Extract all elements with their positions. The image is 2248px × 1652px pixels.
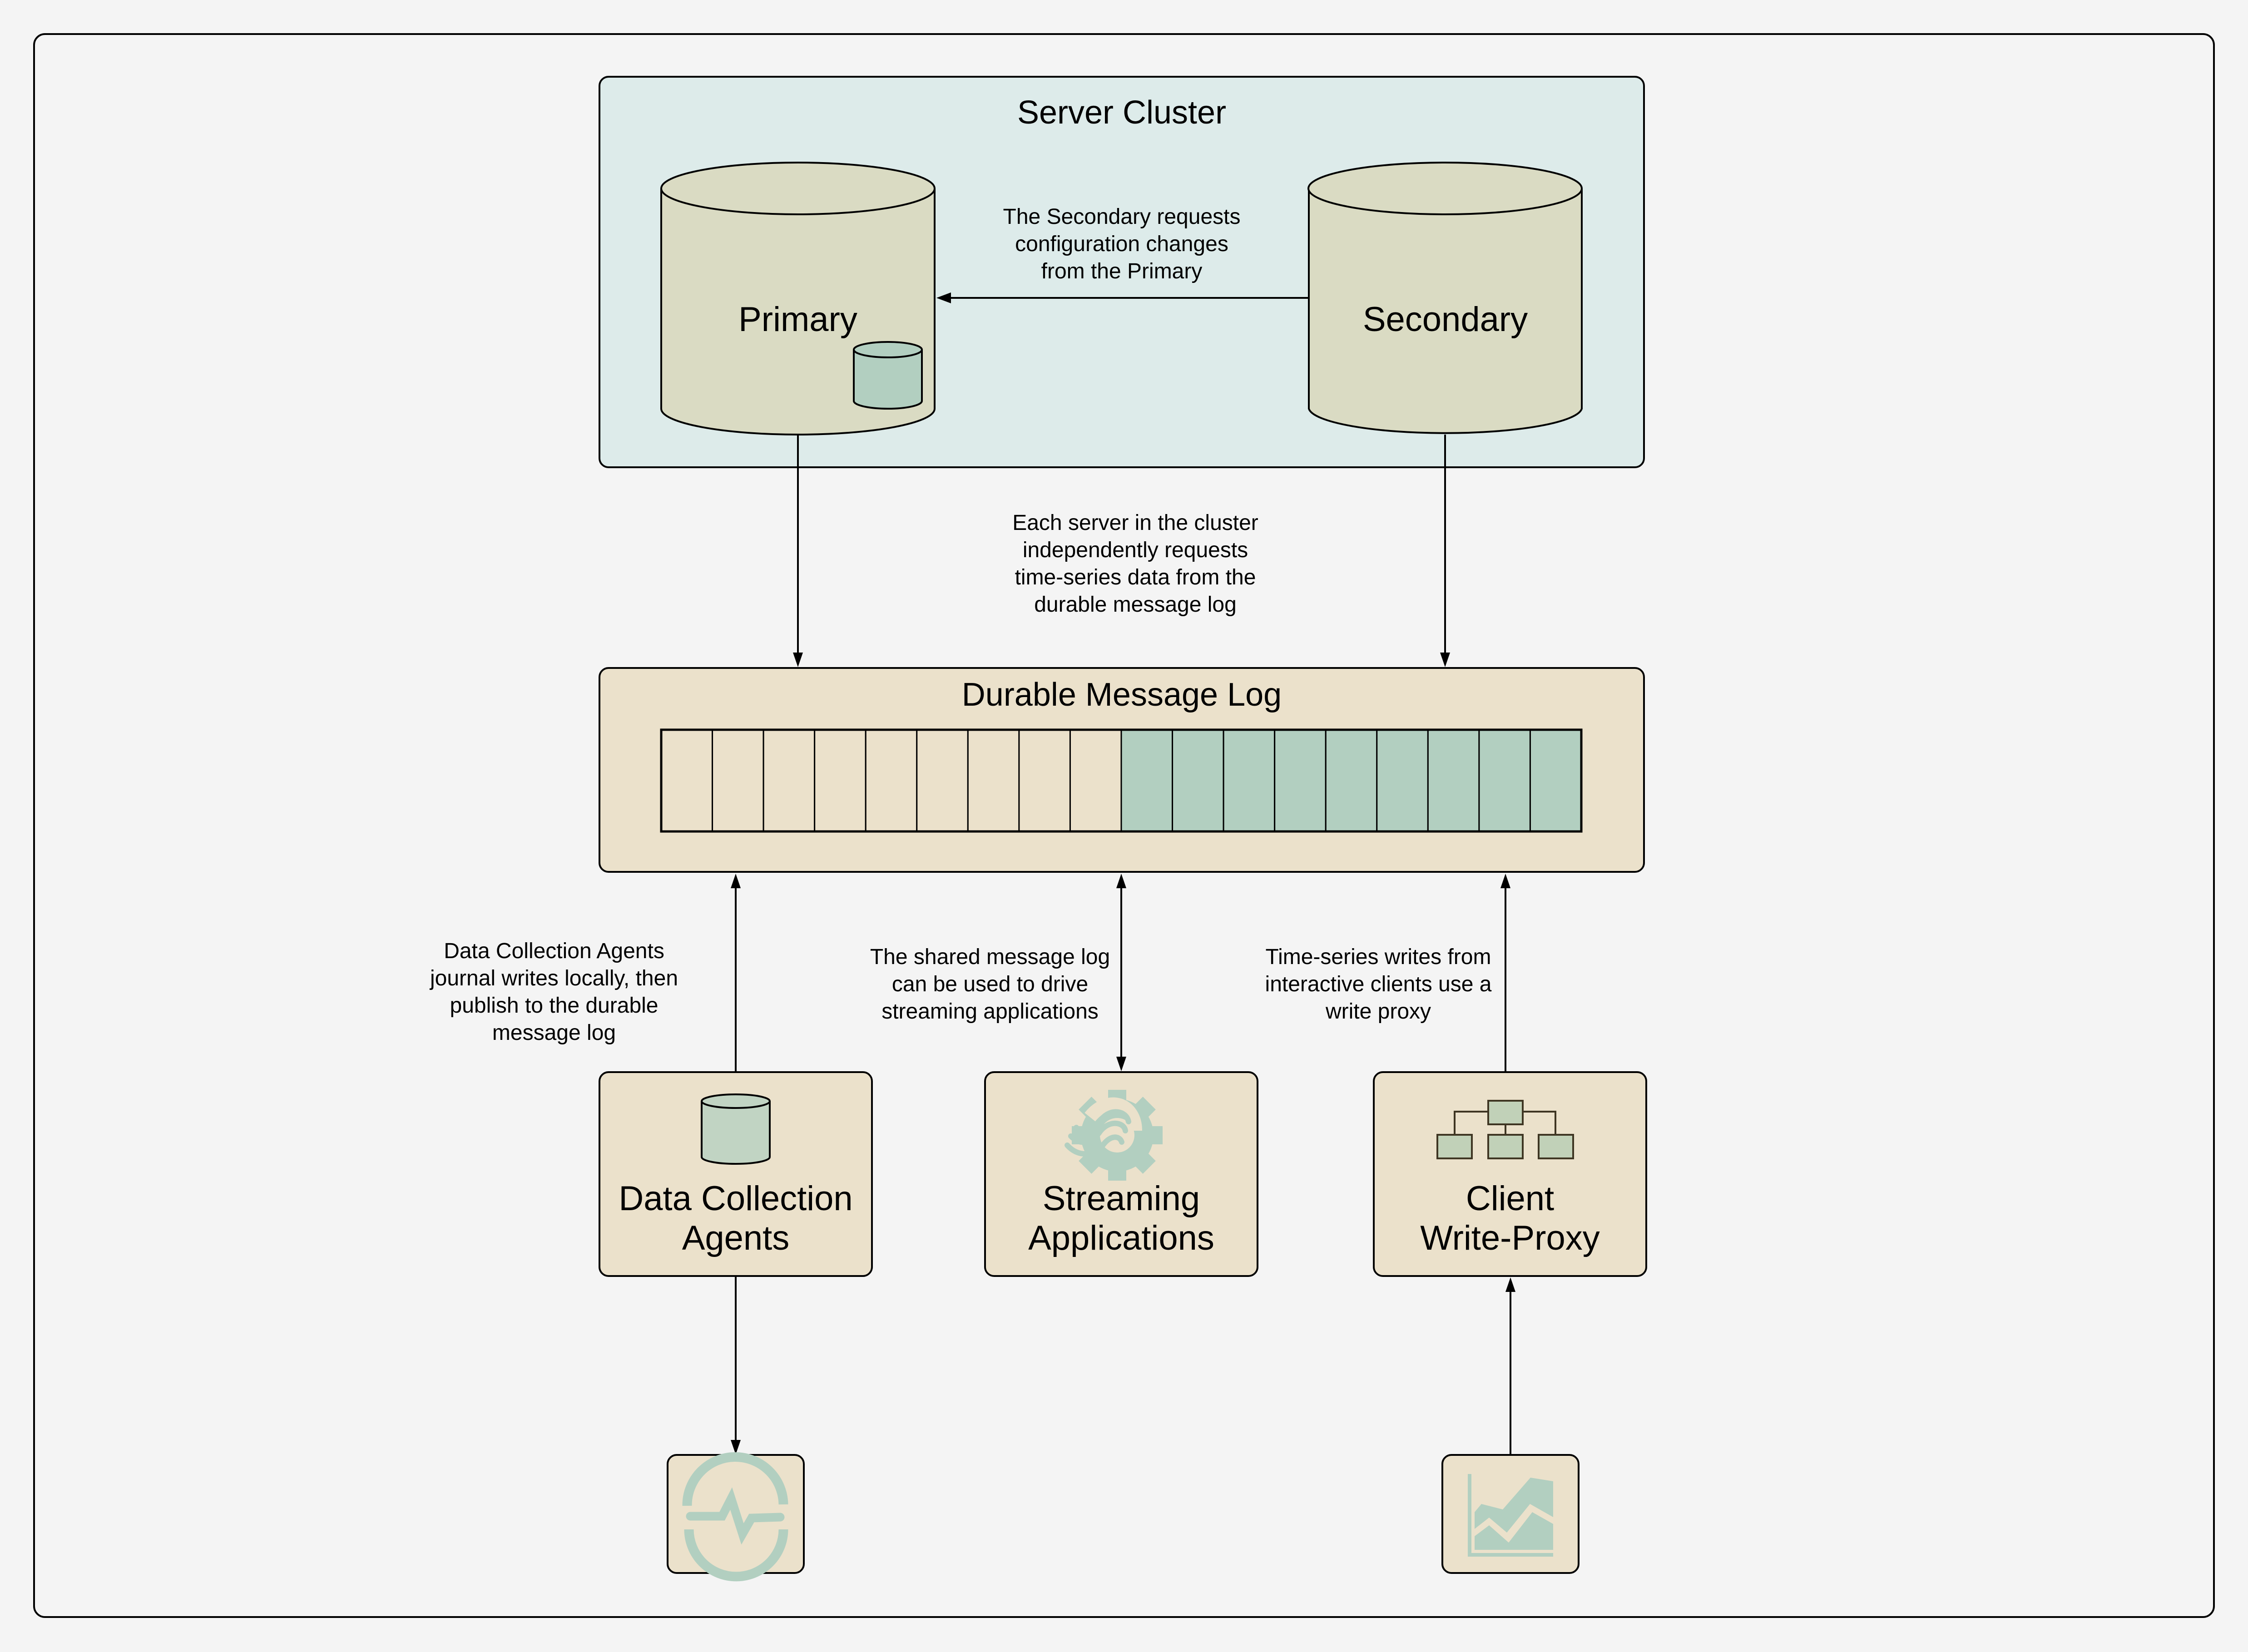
- config-request-arrow: [936, 292, 1309, 303]
- log-cells-outline: [660, 728, 1583, 833]
- server-cluster-title: Server Cluster: [1017, 94, 1227, 131]
- config-request-note: The Secondary requests configuration cha…: [1003, 205, 1241, 283]
- log-cell-filled: [1120, 729, 1174, 832]
- proxy-note: Time-series writes from interactive clie…: [1265, 945, 1492, 1024]
- log-cell-empty: [967, 729, 1020, 832]
- log-cell-filled: [1529, 729, 1582, 832]
- log-cell-empty: [916, 729, 969, 832]
- streaming-note: The shared message log can be used to dr…: [870, 945, 1110, 1024]
- log-cell-filled: [1427, 729, 1480, 832]
- area-chart-icon: [1468, 1474, 1553, 1557]
- gear-tooth: [1108, 1162, 1126, 1181]
- log-cell-filled: [1274, 729, 1327, 832]
- agents-label: Data Collection Agents: [619, 1179, 853, 1258]
- message-log-cells: [660, 728, 1583, 833]
- log-cell-filled: [1172, 729, 1224, 832]
- agents-note: Data Collection Agents journal writes lo…: [430, 939, 678, 1045]
- log-cell-filled: [1376, 729, 1429, 832]
- message-log-title: Durable Message Log: [961, 677, 1282, 713]
- client-write-proxy-box[interactable]: [1373, 1071, 1647, 1277]
- hierarchy-icon: [1436, 1100, 1574, 1159]
- log-cell-empty: [660, 729, 713, 832]
- database-icon: [701, 1093, 771, 1165]
- primary-to-log-arrow: [793, 435, 803, 667]
- streaming-label: Streaming Applications: [1028, 1179, 1214, 1258]
- local-database-icon: [853, 341, 923, 410]
- log-cell-empty: [763, 729, 816, 832]
- secondary-to-log-arrow: [1440, 435, 1450, 667]
- log-cell-filled: [1478, 729, 1531, 832]
- secondary-label: Secondary: [1362, 300, 1528, 339]
- log-cell-empty: [1018, 729, 1071, 832]
- agents-to-monitor-arrow: [731, 1276, 741, 1454]
- proxy-label: Client Write-Proxy: [1420, 1179, 1600, 1258]
- log-cell-filled: [1223, 729, 1276, 832]
- secondary-server-cylinder[interactable]: [1307, 162, 1583, 434]
- chart-to-proxy-arrow: [1505, 1277, 1515, 1455]
- proxy-to-log-arrow: [1500, 874, 1510, 1101]
- cluster-to-log-note: Each server in the cluster independently…: [1012, 511, 1258, 617]
- agents-to-log-arrow: [731, 874, 741, 1098]
- gear-tooth: [1144, 1126, 1163, 1144]
- log-cell-empty: [712, 729, 764, 832]
- log-streaming-bidirectional-arrow: [1116, 874, 1126, 1071]
- log-cell-empty: [814, 729, 867, 832]
- heartbeat-monitor-icon: [682, 1452, 788, 1582]
- log-cell-empty: [865, 729, 918, 832]
- primary-label: Primary: [738, 300, 857, 339]
- log-cell-empty: [1069, 729, 1122, 832]
- log-cell-filled: [1325, 729, 1378, 832]
